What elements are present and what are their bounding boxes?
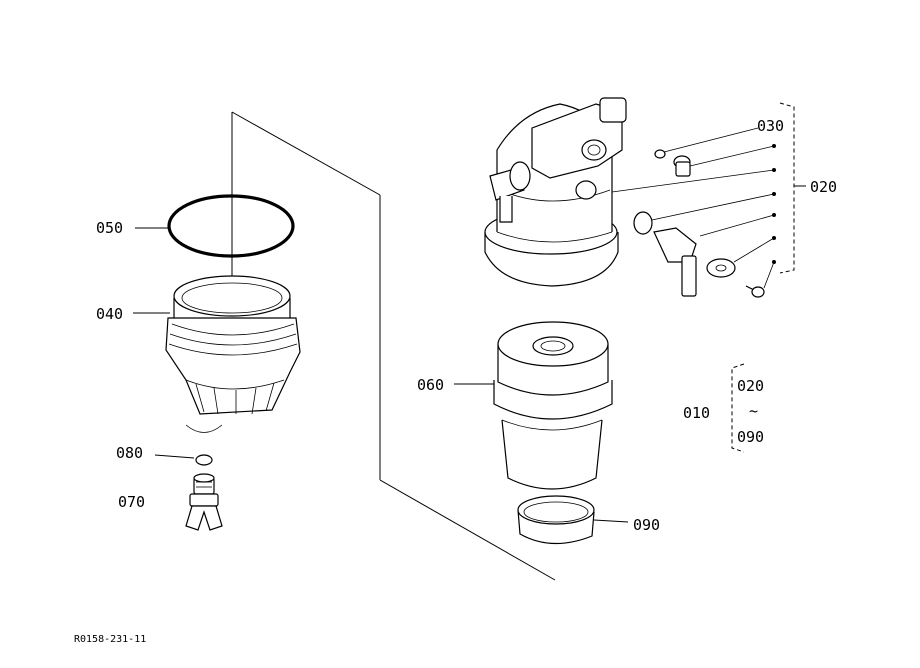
label-070: 070	[118, 493, 145, 511]
part-050-o-ring	[167, 194, 295, 258]
part-040-filter-bowl	[165, 275, 301, 433]
label-020: 020	[810, 178, 837, 196]
bracket-010-range	[731, 363, 745, 453]
bracket-020-group	[779, 102, 806, 274]
label-010-range-end: 090	[737, 428, 764, 446]
label-010: 010	[683, 404, 710, 422]
label-080: 080	[116, 444, 143, 462]
leader-080	[154, 454, 195, 459]
part-070-drain-plug	[185, 473, 223, 531]
reference-code: R0158-231-11	[74, 634, 146, 645]
label-040: 040	[96, 305, 123, 323]
label-090: 090	[633, 516, 660, 534]
label-010-range-start: 020	[737, 377, 764, 395]
label-050: 050	[96, 219, 123, 237]
part-090-ring	[517, 495, 595, 545]
label-010-range-symbol: ~	[749, 402, 758, 420]
label-030: 030	[757, 117, 784, 135]
part-080-small-o-ring	[195, 454, 213, 466]
part-020-filter-head	[484, 97, 776, 298]
assembly-boundary-lines	[231, 111, 556, 581]
leader-090	[593, 519, 629, 523]
part-060-filter-element	[493, 321, 613, 490]
label-060: 060	[417, 376, 444, 394]
